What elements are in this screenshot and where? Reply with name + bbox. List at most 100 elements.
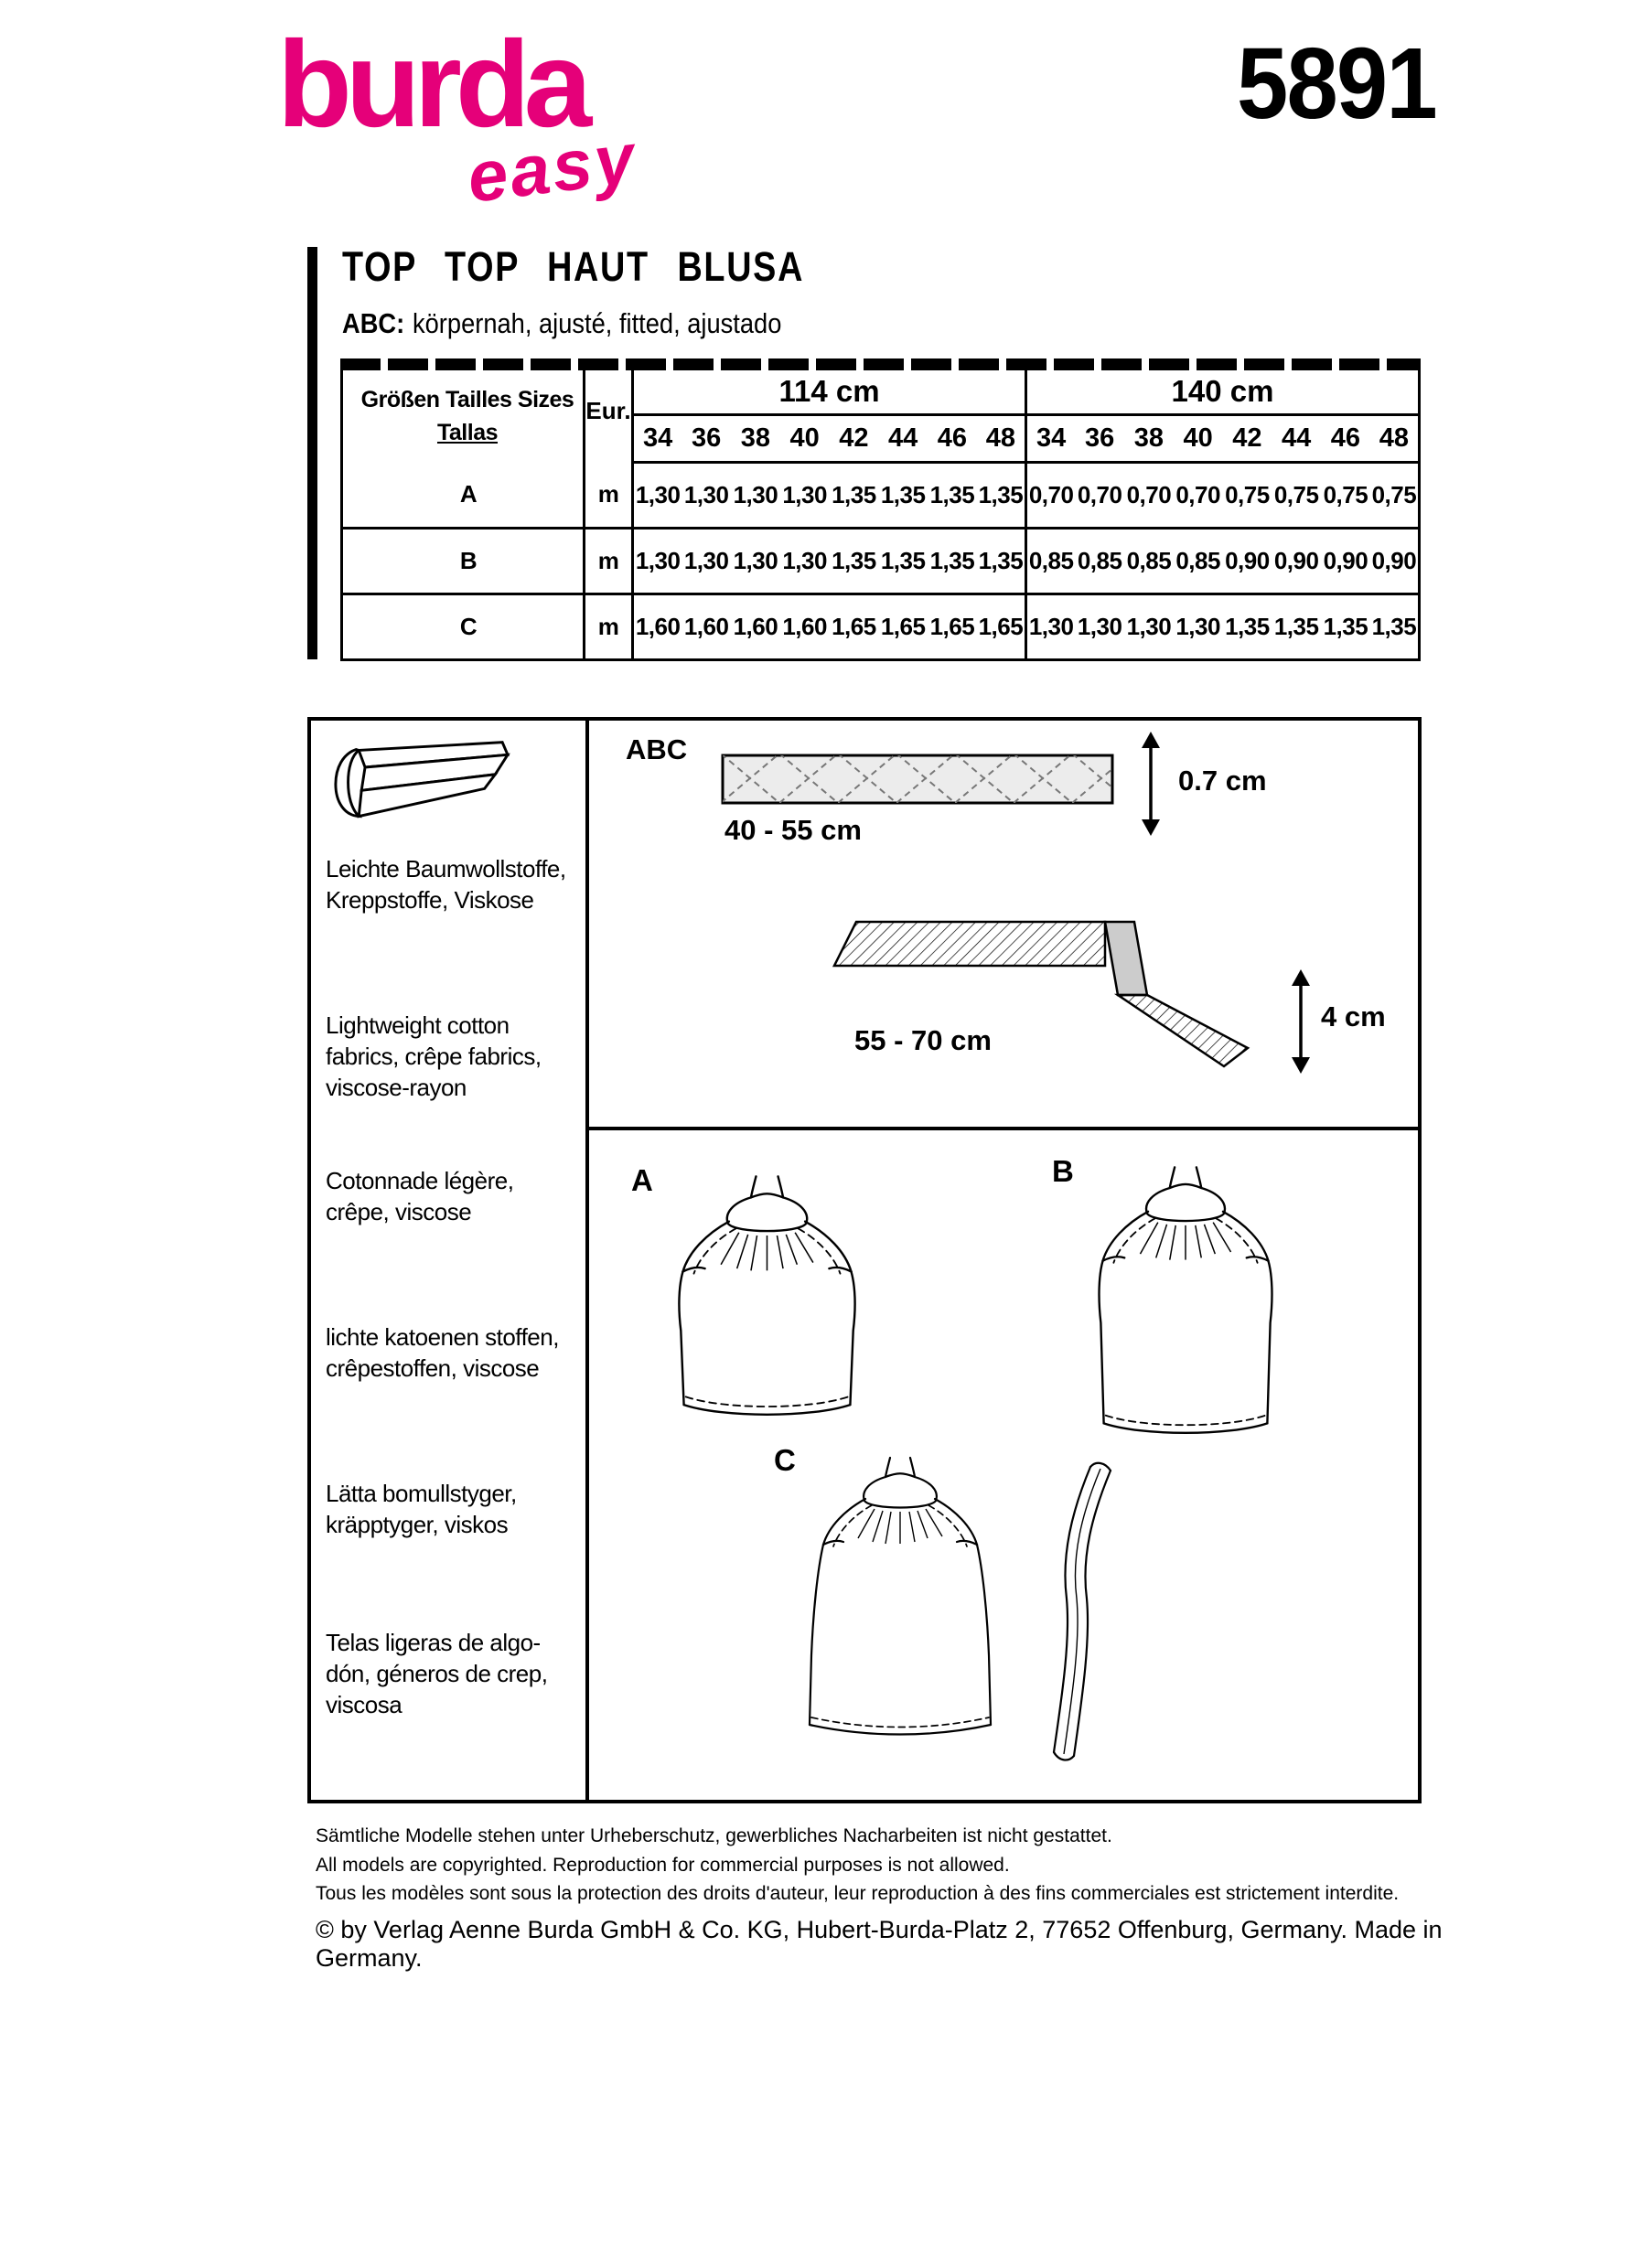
fit-text: körpernah, ajusté, fitted, ajustado	[413, 307, 782, 339]
size-cell: 38	[1124, 414, 1174, 464]
yardage-cell: 1,35	[1321, 594, 1370, 661]
size-label-line2: Tallas	[436, 420, 499, 445]
yardage-cell: 1,35	[1369, 594, 1420, 661]
fabric-advice-en: Lightweight cotton fabrics, crêpe fabric…	[326, 1011, 542, 1101]
yardage-cell: 0,85	[1025, 528, 1076, 595]
fabric-advice-fr: Cotonnade légère, crêpe, viscose	[326, 1167, 514, 1225]
size-cell: 48	[1369, 414, 1420, 464]
yardage-cell: 1,35	[976, 528, 1026, 595]
size-cell: 38	[731, 414, 780, 464]
yardage-cell: 1,60	[779, 594, 830, 661]
size-cell: 36	[681, 414, 731, 464]
yardage-cell: 1,60	[681, 594, 731, 661]
fabric-advice-es: Telas ligeras de algo- dón, géneros de c…	[326, 1629, 548, 1718]
yardage-cell: 0,75	[1321, 462, 1370, 530]
yardage-row-c: C m 1,60 1,60 1,60 1,60 1,65 1,65 1,65 1…	[341, 594, 1420, 661]
size-table: Größen Tailles Sizes Tallas Eur. 114 cm …	[340, 370, 1421, 661]
view-cell: B	[341, 528, 585, 595]
size-label-cell: Größen Tailles Sizes Tallas	[341, 370, 585, 462]
fabric-width-140: 140 cm	[1025, 370, 1420, 416]
view-b-label: B	[1052, 1154, 1074, 1188]
band2-width-label: 4 cm	[1321, 1000, 1386, 1032]
size-cell: 42	[1222, 414, 1272, 464]
view-cell: C	[341, 594, 585, 661]
yardage-cell: 1,30	[779, 462, 830, 530]
yardage-row-b: B m 1,30 1,30 1,30 1,30 1,35 1,35 1,35 1…	[341, 528, 1420, 595]
copyright-de: Sämtliche Modelle stehen unter Urhebersc…	[316, 1825, 1112, 1846]
double-arrow-icon	[1292, 969, 1310, 1074]
size-cell: 34	[1025, 414, 1076, 464]
yardage-cell: 0,85	[1075, 528, 1124, 595]
size-cell: 42	[829, 414, 879, 464]
yardage-cell: 0,85	[1124, 528, 1174, 595]
yardage-cell: 1,60	[731, 594, 780, 661]
pattern-number: 5891	[1237, 27, 1438, 140]
yardage-cell: 0,90	[1272, 528, 1321, 595]
table-top-border	[340, 358, 1421, 370]
size-cell: 34	[632, 414, 682, 464]
yardage-cell: 1,35	[928, 528, 977, 595]
yardage-row-a: A m 1,30 1,30 1,30 1,30 1,35 1,35 1,35 1…	[341, 462, 1420, 530]
brand-logo-burda: burda	[277, 16, 592, 153]
yardage-cell: 1,30	[1173, 594, 1223, 661]
notions-views-label: ABC	[626, 733, 688, 765]
yardage-cell: 1,35	[1272, 594, 1321, 661]
yardage-cell: 0,85	[1173, 528, 1223, 595]
interfacing-band-diagram	[721, 754, 1114, 805]
view-a-label: A	[631, 1163, 653, 1197]
size-cell: 40	[1173, 414, 1223, 464]
horizontal-divider	[585, 1127, 1418, 1130]
yardage-cell: 1,35	[878, 462, 928, 530]
bias-band-diagram	[832, 920, 1250, 1068]
yardage-cell: 1,30	[681, 528, 731, 595]
size-cell: 40	[779, 414, 830, 464]
yardage-cell: 0,70	[1173, 462, 1223, 530]
title-accent-bar	[307, 247, 317, 659]
yardage-cell: 1,30	[779, 528, 830, 595]
yardage-cell: 1,30	[731, 462, 780, 530]
yardage-cell: 0,70	[1075, 462, 1124, 530]
band2-length-label: 55 - 70 cm	[854, 1024, 992, 1056]
fabric-advice-nl: lichte katoenen stoffen, crêpestoffen, v…	[326, 1323, 559, 1382]
size-label-line1: Größen Tailles Sizes	[360, 386, 574, 412]
page-title: TOP TOP HAUT BLUSA	[342, 243, 805, 290]
size-cell: 44	[1272, 414, 1321, 464]
yardage-cell: 1,30	[1124, 594, 1174, 661]
garment-a-drawing	[678, 1175, 856, 1416]
copyright-en: All models are copyrighted. Reproduction…	[316, 1854, 1010, 1876]
view-cell: A	[341, 462, 585, 530]
vertical-divider	[585, 721, 589, 1800]
fabric-bolt-icon	[334, 741, 510, 818]
yardage-cell: 1,30	[681, 462, 731, 530]
garment-b-drawing	[1098, 1166, 1273, 1435]
garment-c-drawing	[808, 1456, 1112, 1761]
yardage-cell: 0,75	[1369, 462, 1420, 530]
size-cell: 46	[1321, 414, 1370, 464]
yardage-cell: 1,35	[829, 528, 879, 595]
yardage-cell: 1,30	[632, 528, 682, 595]
yardage-cell: 0,70	[1025, 462, 1076, 530]
size-cell: 48	[976, 414, 1026, 464]
yardage-cell: 1,65	[976, 594, 1026, 661]
yardage-cell: 1,65	[829, 594, 879, 661]
yardage-cell: 1,30	[1075, 594, 1124, 661]
unit-cell: m	[584, 594, 634, 661]
yardage-cell: 0,90	[1369, 528, 1420, 595]
size-cell: 44	[878, 414, 928, 464]
eur-cell: Eur.	[584, 370, 634, 462]
yardage-cell: 0,90	[1321, 528, 1370, 595]
size-cell: 46	[928, 414, 977, 464]
copyright-fr: Tous les modèles sont sous la protection…	[316, 1883, 1400, 1904]
yardage-cell: 1,35	[878, 528, 928, 595]
yardage-cell: 1,35	[976, 462, 1026, 530]
yardage-cell: 1,35	[928, 462, 977, 530]
fit-description: ABC:körpernah, ajusté, fitted, ajustado	[342, 307, 781, 340]
band1-width-label: 0.7 cm	[1178, 765, 1267, 797]
view-c-label: C	[774, 1443, 796, 1477]
fabric-advice-de: Leichte Baumwollstoffe, Kreppstoffe, Vis…	[326, 855, 566, 914]
yardage-cell: 1,30	[731, 528, 780, 595]
yardage-cell: 0,75	[1222, 462, 1272, 530]
views-label: ABC:	[342, 307, 405, 339]
yardage-cell: 0,70	[1124, 462, 1174, 530]
fabric-width-114: 114 cm	[632, 370, 1026, 416]
